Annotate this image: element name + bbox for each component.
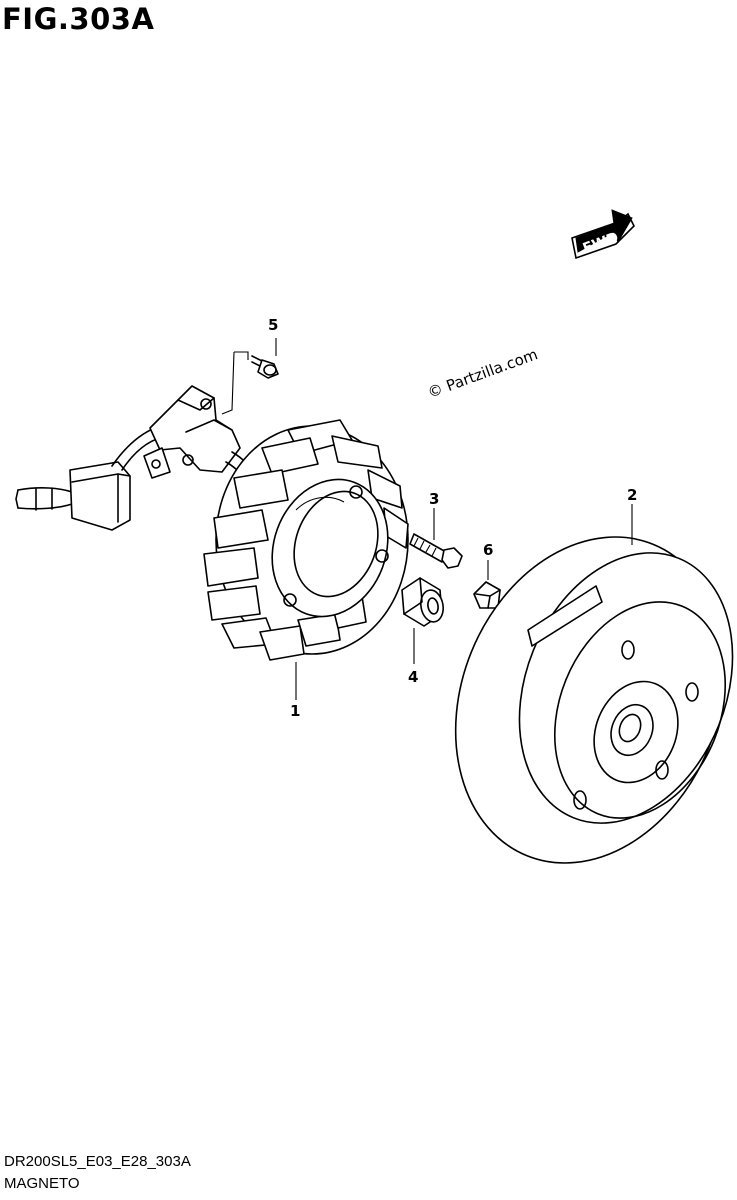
screw-part <box>251 355 279 379</box>
figure-code: DR200SL5_E03_E28_303A <box>4 1153 191 1170</box>
fwd-arrow-icon: FWD <box>571 209 635 260</box>
callout-6: 6 <box>483 541 493 559</box>
nut-part <box>401 577 444 627</box>
stator-part <box>15 385 409 661</box>
callout-2: 2 <box>627 486 637 504</box>
watermark-text: © Partzilla.com <box>425 345 540 402</box>
bolt-part <box>409 533 463 569</box>
rotor-part <box>454 536 734 864</box>
figure-title: FIG.303A <box>2 2 155 36</box>
leader-lines <box>221 338 633 700</box>
key-part <box>473 581 501 609</box>
callout-5: 5 <box>268 316 278 334</box>
callout-3: 3 <box>429 490 439 508</box>
callout-1: 1 <box>290 702 300 720</box>
callout-4: 4 <box>408 668 418 686</box>
figure-name: MAGNETO <box>4 1175 80 1192</box>
